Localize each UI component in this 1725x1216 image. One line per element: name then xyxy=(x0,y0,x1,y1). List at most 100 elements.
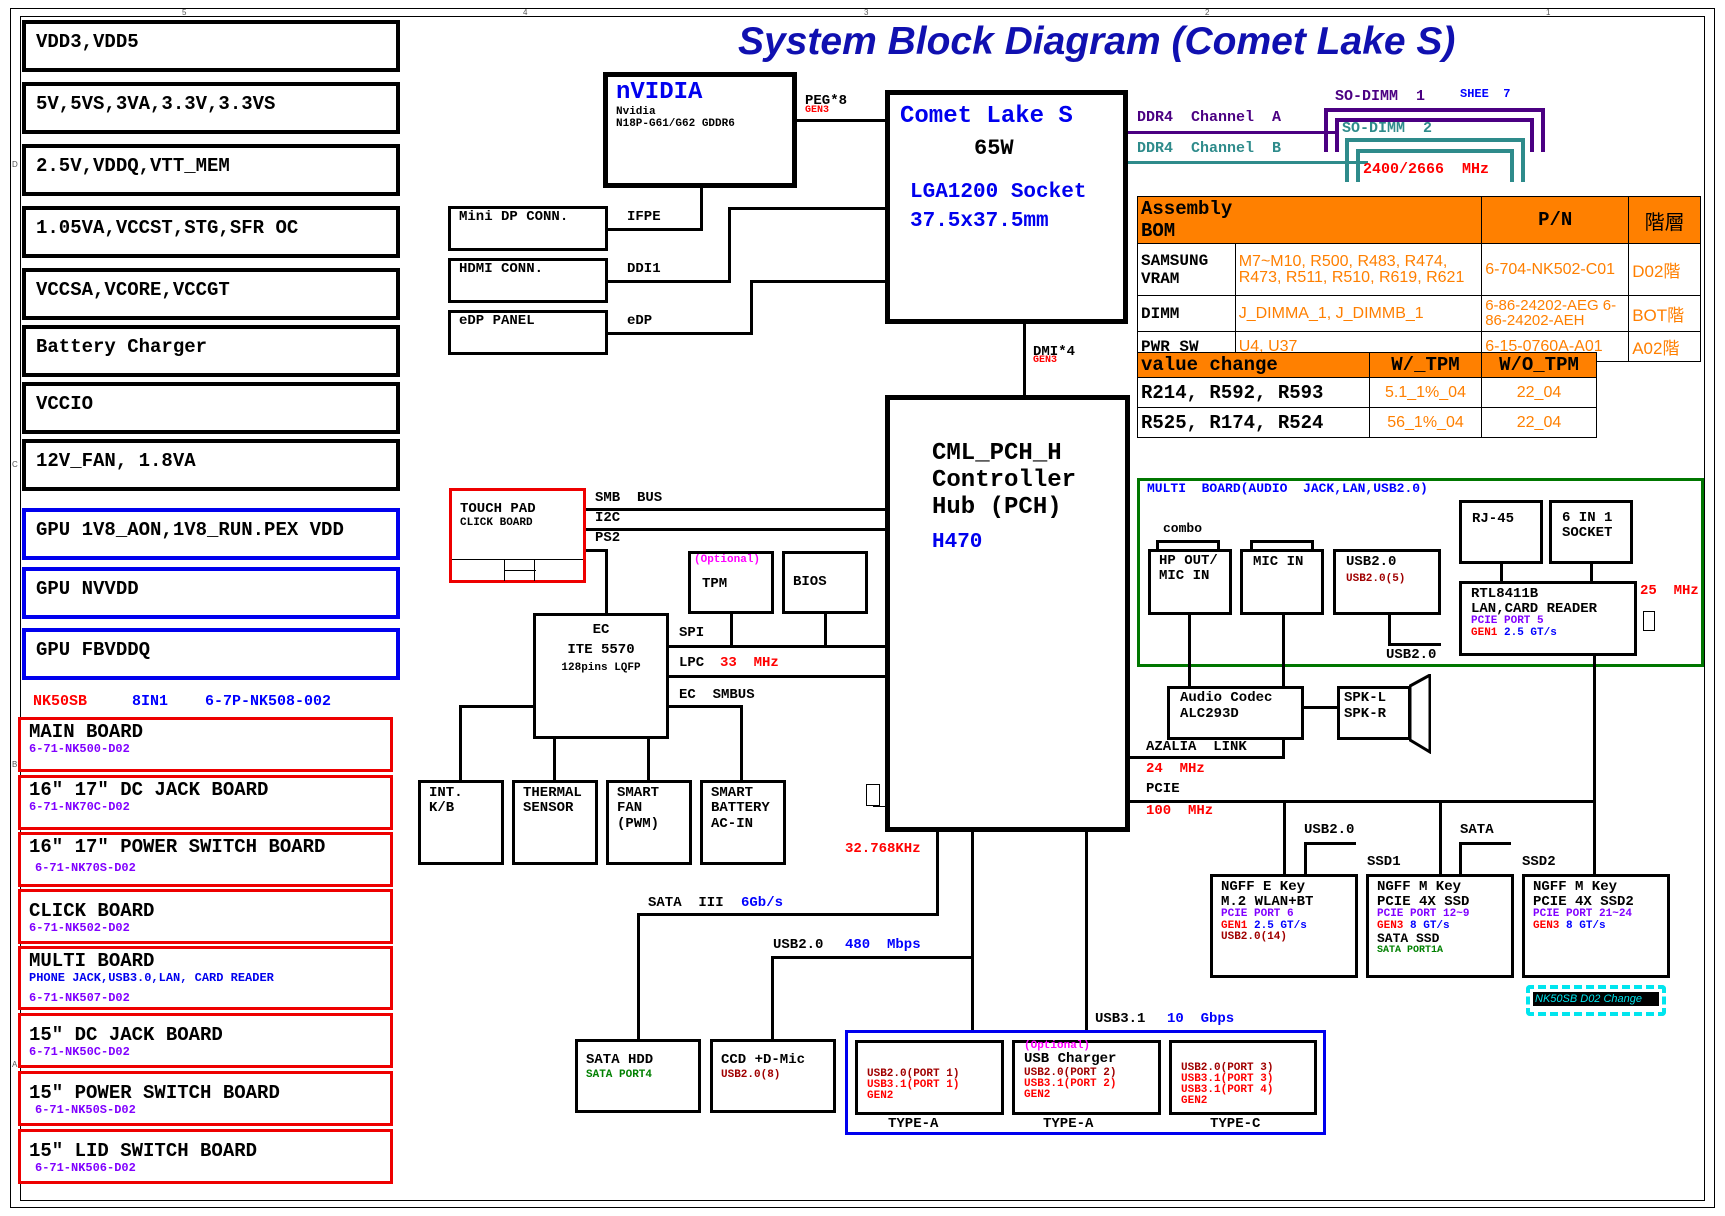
touchpad-line2: CLICK BOARD xyxy=(460,517,533,529)
tpm-block[interactable]: (Optional) TPM xyxy=(688,551,774,614)
power-rail[interactable]: Battery Charger xyxy=(22,325,400,377)
gpu-block[interactable]: nVIDIA Nvidia N18P-G61/G62 GDDR6 xyxy=(603,72,797,188)
usb2-line-pch xyxy=(971,832,974,1040)
board-name: 15" LID SWITCH BOARD xyxy=(29,1140,258,1162)
combo-jack-icon xyxy=(1156,540,1220,549)
power-rail[interactable]: 5V,5VS,3VA,3.3V,3.3VS xyxy=(22,82,400,134)
azalia-line-h xyxy=(1130,756,1285,759)
board-name: 15" POWER SWITCH BOARD xyxy=(29,1082,280,1104)
bom-item: SAMSUNG VRAM xyxy=(1137,243,1236,296)
ngff-key: NGFF M Key xyxy=(1533,879,1618,895)
board-name: 15" DC JACK BOARD xyxy=(29,1024,223,1046)
power-rail[interactable]: 1.05VA,VCCST,STG,SFR OC xyxy=(22,206,400,258)
display-bus: eDP xyxy=(627,313,653,329)
ec-device-label: K/B xyxy=(429,800,455,817)
display-bus: IFPE xyxy=(627,209,661,225)
power-rail[interactable]: VDD3,VDD5 xyxy=(22,20,400,72)
ec-device-label: THERMAL xyxy=(523,785,582,801)
pch-chipset: H470 xyxy=(932,531,983,554)
power-rail[interactable]: VCCIO xyxy=(22,382,400,434)
usb-optional-tag: (Optional) xyxy=(1024,1040,1091,1052)
board-subtitle: PHONE JACK,USB3.0,LAN, CARD READER xyxy=(29,970,274,985)
power-rail[interactable]: 2.5V,VDDQ,VTT_MEM xyxy=(22,144,400,196)
sheet-ref: SHEE 7 xyxy=(1460,87,1511,101)
i2c-line xyxy=(586,528,886,531)
lpc-line xyxy=(669,675,886,678)
ec-kb-line-h xyxy=(459,705,533,708)
dmi-label: DMI*4 xyxy=(1033,344,1076,360)
ddi-line xyxy=(608,280,730,283)
rtl-crystal-icon xyxy=(1643,611,1655,631)
usb-port[interactable]: (Optional) USB Charger USB2.0(PORT 2) US… xyxy=(1012,1040,1161,1115)
row-tick: C xyxy=(12,460,18,469)
sata-hdd-block[interactable]: SATA HDD SATA PORT4 xyxy=(575,1039,701,1113)
display-connector[interactable]: Mini DP CONN. xyxy=(448,206,608,251)
power-rail[interactable]: VCCSA,VCORE,VCCGT xyxy=(22,268,400,320)
hp-out-jack[interactable]: HP OUT/MIC IN xyxy=(1148,549,1232,615)
gpu-power-rail[interactable]: GPU 1V8_AON,1V8_RUN.PEX VDD xyxy=(22,508,400,560)
mic-in-jack[interactable]: MIC IN xyxy=(1240,549,1324,615)
power-rail-label: VDD3,VDD5 xyxy=(36,31,139,53)
usb-port-line: USB2.0(PORT 2) xyxy=(1024,1067,1117,1079)
usb31-bus-label: USB3.1 xyxy=(1095,1011,1146,1027)
bios-block[interactable]: BIOS xyxy=(782,551,868,614)
usb20-link-label: USB2.0 xyxy=(1386,647,1437,663)
lpc-speed: 33 MHz xyxy=(720,655,779,671)
ngff-extra: USB2.0(14) xyxy=(1221,931,1288,944)
ec-device[interactable]: INT.K/B xyxy=(418,780,504,865)
ec-block[interactable]: EC ITE 5570 128pins LQFP xyxy=(533,613,669,739)
so-dimm-1[interactable] xyxy=(1324,108,1545,152)
usb-port[interactable]: USB2.0(PORT 3) USB3.1(PORT 3) USB3.1(POR… xyxy=(1169,1040,1317,1115)
ccd-label: CCD +D-Mic xyxy=(721,1052,806,1068)
rj45-label: RJ-45 xyxy=(1472,511,1515,527)
card-socket-label: SOCKET xyxy=(1562,525,1613,542)
usb-port-line: USB3.1(PORT 3) xyxy=(1181,1073,1274,1085)
gpu-power-rail[interactable]: GPU FBVDDQ xyxy=(22,628,400,680)
display-connector[interactable]: eDP PANEL xyxy=(448,310,608,355)
sata-line-h xyxy=(637,913,939,916)
bios-name: BIOS xyxy=(793,574,827,590)
ccd-block[interactable]: CCD +D-Mic USB2.0(8) xyxy=(710,1039,836,1113)
ec-device-label: FAN xyxy=(617,800,643,817)
gpu-power-rail[interactable]: GPU NVVDD xyxy=(22,567,400,619)
pcie-speed: 100 MHz xyxy=(1146,803,1214,819)
ngff-link-label: SATA xyxy=(1460,822,1494,838)
power-rail[interactable]: 12V_FAN, 1.8VA xyxy=(22,439,400,491)
rtl8411b-block[interactable]: RTL8411B LAN,CARD READER PCIE PORT 5 GEN… xyxy=(1459,581,1637,656)
display-connector[interactable]: HDMI CONN. xyxy=(448,258,608,303)
board-name: 16" 17" POWER SWITCH BOARD xyxy=(29,836,326,858)
rj45-block[interactable]: RJ-45 xyxy=(1459,500,1543,564)
usb-port-type: TYPE-C xyxy=(1210,1116,1261,1132)
board-code: 6-71-NK50S-D02 xyxy=(35,1102,136,1117)
pch-block[interactable]: CML_PCH_H Controller Hub (PCH) H470 xyxy=(885,395,1130,832)
usb-port[interactable]: USB2.0(PORT 1) USB3.1(PORT 1) GEN2 xyxy=(855,1040,1004,1115)
touchpad-block[interactable]: TOUCH PAD CLICK BOARD xyxy=(449,488,586,583)
cpu-block[interactable]: Comet Lake S 65W LGA1200 Socket 37.5x37.… xyxy=(885,90,1128,324)
usb-port-type: TYPE-A xyxy=(1043,1116,1094,1132)
gpu-vendor: Nvidia xyxy=(616,106,656,118)
so-dimm-2[interactable] xyxy=(1345,138,1525,182)
ngff-slot[interactable]: NGFF M Key PCIE 4X SSD PCIE PORT 12~9 GE… xyxy=(1366,874,1514,978)
memory-speed: 2400/2666 MHz xyxy=(1363,161,1490,178)
ngff-slot[interactable]: NGFF E Key M.2 WLAN+BT PCIE PORT 6 GEN1 … xyxy=(1210,874,1358,978)
usb-port-line: GEN2 xyxy=(1181,1095,1208,1107)
ec-thermal-line xyxy=(553,739,556,780)
ngff-link-label: USB2.0 xyxy=(1304,822,1355,838)
ngff-slot[interactable]: NGFF M Key PCIE 4X SSD2 PCIE PORT 21~24 … xyxy=(1522,874,1670,978)
dmi-gen: GEN3 xyxy=(1033,355,1058,366)
